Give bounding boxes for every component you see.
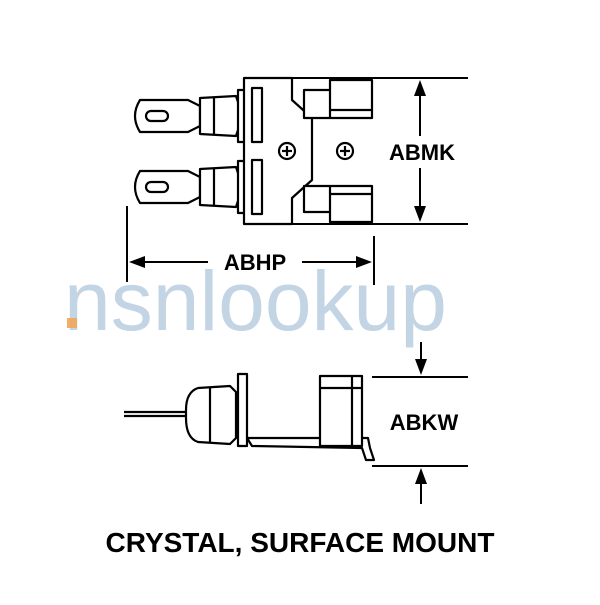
plate-insert-upper	[250, 86, 264, 144]
dimension-label-length-top: ABHP	[224, 250, 286, 275]
watermark: nsnlookup	[64, 254, 447, 348]
watermark-suffix: lookup	[199, 254, 447, 348]
mounting-flange	[236, 372, 249, 448]
side-view	[124, 372, 376, 462]
screw-left-icon	[277, 141, 297, 161]
lower-clip	[302, 184, 374, 224]
watermark-prefix: nsn	[64, 254, 199, 348]
lower-lead	[133, 159, 250, 215]
crystal-can	[318, 374, 364, 448]
screw-right-icon	[335, 141, 355, 161]
dimension-label-height-top: ABMK	[389, 140, 455, 165]
top-view	[133, 76, 374, 226]
dimension-label-height-side: ABKW	[390, 410, 459, 435]
dimension-length-top	[126, 206, 375, 285]
dimension-height-side	[372, 342, 468, 504]
dimension-height-top	[292, 77, 468, 225]
plate-insert-lower	[250, 158, 264, 216]
upper-lead	[133, 88, 250, 144]
watermark-accent-square	[67, 318, 77, 328]
upper-clip	[302, 78, 374, 120]
diagram-title: CRYSTAL, SURFACE MOUNT	[106, 527, 495, 558]
